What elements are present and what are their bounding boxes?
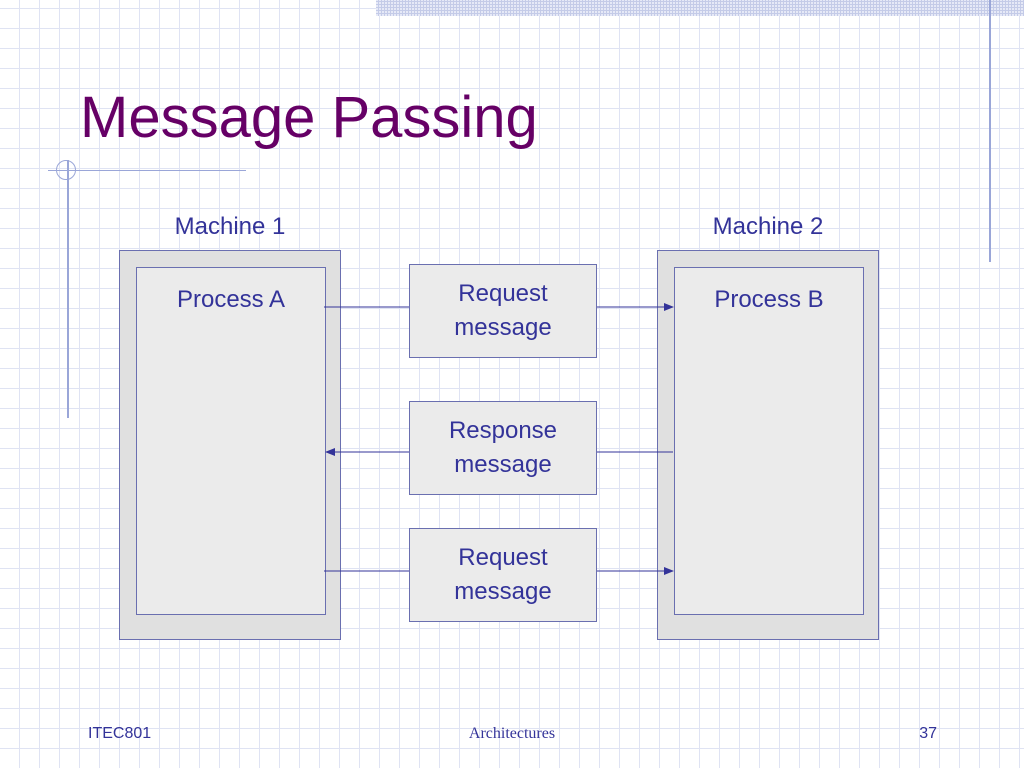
right-accent-line	[989, 0, 991, 262]
message-1-line-2: message	[454, 314, 552, 341]
machine-1-box: Process A	[119, 250, 341, 640]
title-underline	[48, 170, 246, 171]
slide-number: 37	[919, 725, 937, 742]
footer-topic: Architectures	[468, 725, 556, 742]
process-b-box: Process B	[674, 267, 864, 615]
slide-title: Message Passing	[80, 85, 538, 150]
message-3-line-1: Request	[458, 544, 548, 571]
footer-course-code: ITEC801	[88, 725, 152, 742]
accent-circle	[56, 160, 76, 180]
message-2-line-2: message	[454, 451, 552, 478]
message-1-line-1: Request	[458, 280, 548, 307]
request-message-box-1: Request message	[409, 264, 597, 358]
header-band	[376, 0, 1024, 16]
process-a-label: Process A	[176, 286, 286, 313]
machine-2-box: Process B	[657, 250, 879, 640]
machine-2-label: Machine 2	[712, 213, 824, 240]
message-3-line-2: message	[454, 578, 552, 605]
left-accent-line	[67, 160, 69, 418]
request-message-box-2: Request message	[409, 528, 597, 622]
response-message-box: Response message	[409, 401, 597, 495]
message-2-line-1: Response	[448, 417, 558, 444]
machine-1-label: Machine 1	[174, 213, 286, 240]
process-b-label: Process B	[714, 286, 824, 313]
process-a-box: Process A	[136, 267, 326, 615]
